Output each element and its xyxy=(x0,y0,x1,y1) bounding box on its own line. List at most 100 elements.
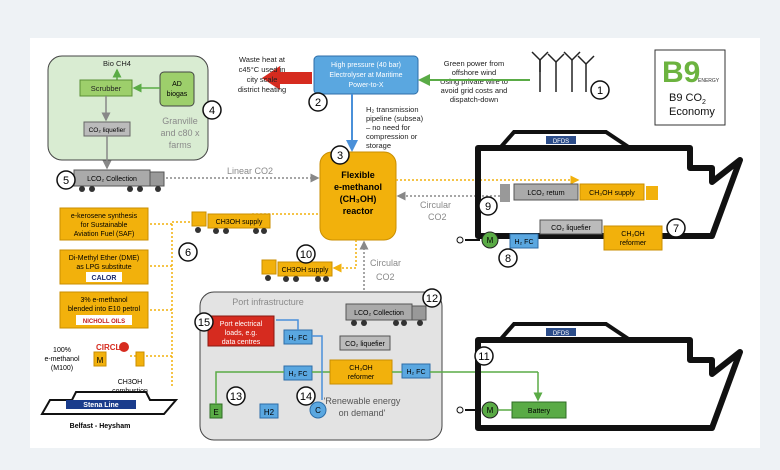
svg-text:(M100): (M100) xyxy=(51,365,73,372)
ship-dfds-1: DFDS LCO₂ return CH₃OH supply CO₂ liquef… xyxy=(456,130,743,251)
logo-mark: B9 xyxy=(662,56,700,89)
circular-co2-right-1: Circular xyxy=(420,200,451,210)
svg-text:data centres: data centres xyxy=(222,339,261,346)
svg-text:12: 12 xyxy=(426,293,438,305)
svg-text:for Sustainable: for Sustainable xyxy=(81,222,128,229)
port-infrastructure: Port infrastructure Port electrical load… xyxy=(199,291,443,441)
badge-15: 15 xyxy=(194,312,214,332)
svg-text:H2: H2 xyxy=(264,408,275,417)
electrolyser-box: High pressure (40 bar) Electrolyser at M… xyxy=(313,55,419,95)
svg-text:CH3OH supply: CH3OH supply xyxy=(282,267,329,274)
svg-text:as LPG substitute: as LPG substitute xyxy=(76,264,131,271)
svg-text:15: 15 xyxy=(198,317,210,329)
svg-text:'Renewable energy: 'Renewable energy xyxy=(324,396,401,406)
svg-text:3% e-methanol: 3% e-methanol xyxy=(80,297,128,304)
waste-heat-arrow xyxy=(262,66,312,90)
waste-heat-text: Waste heat at c45°C used in city scale d… xyxy=(238,55,286,94)
svg-text:LCO₂ Collection: LCO₂ Collection xyxy=(87,176,137,183)
badge-1: 1 xyxy=(590,80,610,100)
distribution-flow xyxy=(130,213,318,386)
svg-text:H₂ FC: H₂ FC xyxy=(288,335,307,342)
svg-text:reformer: reformer xyxy=(620,240,647,247)
circle-k-brand: CIRCLE xyxy=(96,343,126,352)
svg-text:2: 2 xyxy=(315,97,321,109)
svg-text:H₂ FC: H₂ FC xyxy=(288,371,307,378)
badge-2: 2 xyxy=(308,92,328,112)
svg-text:e-kerosene synthesis: e-kerosene synthesis xyxy=(71,213,138,220)
badge-10: 10 xyxy=(296,244,316,264)
svg-text:CO₂ liquefier: CO₂ liquefier xyxy=(89,127,127,134)
svg-text:CH₃OH supply: CH₃OH supply xyxy=(589,190,635,197)
badge-14: 14 xyxy=(296,386,316,406)
badge-11: 11 xyxy=(474,346,494,366)
svg-text:compression or: compression or xyxy=(366,132,418,141)
ch3oh-supply-truck-2: CH3OH supply xyxy=(261,259,333,282)
circular-co2-down-2: CO2 xyxy=(376,272,395,282)
svg-text:pipeline (subsea): pipeline (subsea) xyxy=(366,114,424,123)
svg-text:city scale: city scale xyxy=(247,75,278,84)
svg-text:district heating: district heating xyxy=(238,85,286,94)
svg-text:8: 8 xyxy=(505,253,511,265)
svg-text:Flexible: Flexible xyxy=(341,170,375,180)
svg-text:CH₃OH: CH₃OH xyxy=(621,231,644,238)
svg-text:6: 6 xyxy=(185,247,191,259)
svg-text:and c80 x: and c80 x xyxy=(160,128,200,138)
svg-text:100%: 100% xyxy=(53,347,71,354)
svg-text:14: 14 xyxy=(300,391,312,403)
stena-ferry: Stena Line Belfast - Heysham xyxy=(40,391,179,430)
product-kerosene: e-kerosene synthesis for Sustainable Avi… xyxy=(59,207,149,241)
svg-text:avoid grid costs and: avoid grid costs and xyxy=(441,86,508,95)
svg-text:Green power from: Green power from xyxy=(444,59,504,68)
svg-text:storage: storage xyxy=(366,141,391,150)
svg-text:blended into E10 petrol: blended into E10 petrol xyxy=(68,306,140,313)
svg-text:7: 7 xyxy=(673,223,679,235)
svg-text:Granville: Granville xyxy=(162,116,198,126)
badge-4: 4 xyxy=(202,100,222,120)
logo-title-1: B9 CO xyxy=(669,92,702,104)
badge-5: 5 xyxy=(56,170,76,190)
logo-sub: ENERGY xyxy=(698,78,720,84)
svg-text:CH3OH supply: CH3OH supply xyxy=(216,219,263,226)
badge-6: 6 xyxy=(178,242,198,262)
svg-text:M: M xyxy=(97,356,104,365)
svg-text:Battery: Battery xyxy=(528,408,551,415)
badge-7: 7 xyxy=(666,218,686,238)
svg-text:High pressure (40 bar): High pressure (40 bar) xyxy=(331,62,401,69)
svg-text:Di-Methyl Ether (DME): Di-Methyl Ether (DME) xyxy=(69,255,139,262)
svg-text:biogas: biogas xyxy=(167,91,188,98)
svg-text:C: C xyxy=(315,406,321,415)
stena-brand: Stena Line xyxy=(83,402,119,409)
svg-text:4: 4 xyxy=(209,105,215,117)
ship1-brand: DFDS xyxy=(553,139,569,145)
svg-text:H₂ transmission: H₂ transmission xyxy=(366,105,419,114)
svg-text:5: 5 xyxy=(63,175,69,187)
farm-area: Bio CH4 Scrubber AD biogas CO₂ liquefier… xyxy=(47,55,209,161)
product-blend: 3% e-methanol blended into E10 petrol NI… xyxy=(59,291,149,329)
circular-co2-down-1: Circular xyxy=(370,258,401,268)
ship2-brand: DFDS xyxy=(553,331,569,337)
svg-text:Aviation Fuel (SAF): Aviation Fuel (SAF) xyxy=(74,231,135,238)
ferry-route: Belfast - Heysham xyxy=(70,423,131,430)
badge-9: 9 xyxy=(478,196,498,216)
badge-8: 8 xyxy=(498,248,518,268)
svg-text:H₂ FC: H₂ FC xyxy=(406,369,425,376)
svg-text:H₂ FC: H₂ FC xyxy=(514,239,533,246)
svg-text:Waste heat at: Waste heat at xyxy=(239,55,286,64)
svg-text:Electrolyser at Maritime: Electrolyser at Maritime xyxy=(329,72,402,79)
svg-text:CO₂ liquefier: CO₂ liquefier xyxy=(345,341,385,348)
svg-text:LCO₂ return: LCO₂ return xyxy=(527,190,564,197)
svg-text:CO₂ liquefier: CO₂ liquefier xyxy=(551,225,591,232)
badge-12: 12 xyxy=(422,288,442,308)
ship-dfds-2: DFDS Battery M xyxy=(456,322,743,431)
b9-logo: B9 ENERGY B9 CO 2 Economy xyxy=(654,49,726,126)
svg-text:farms: farms xyxy=(169,140,192,150)
nicholl-logo: NICHOLL OILS xyxy=(83,319,125,325)
svg-text:CH₃OH: CH₃OH xyxy=(349,365,372,372)
svg-text:offshore wind: offshore wind xyxy=(452,68,496,77)
svg-text:AD: AD xyxy=(172,81,182,88)
calor-logo: CALOR xyxy=(92,275,117,282)
methanol-reactor: Flexible e-methanol (CH₃OH) reactor xyxy=(319,151,397,241)
pipeline-text: H₂ transmission pipeline (subsea) – no n… xyxy=(366,105,424,150)
svg-text:reactor: reactor xyxy=(343,206,374,216)
